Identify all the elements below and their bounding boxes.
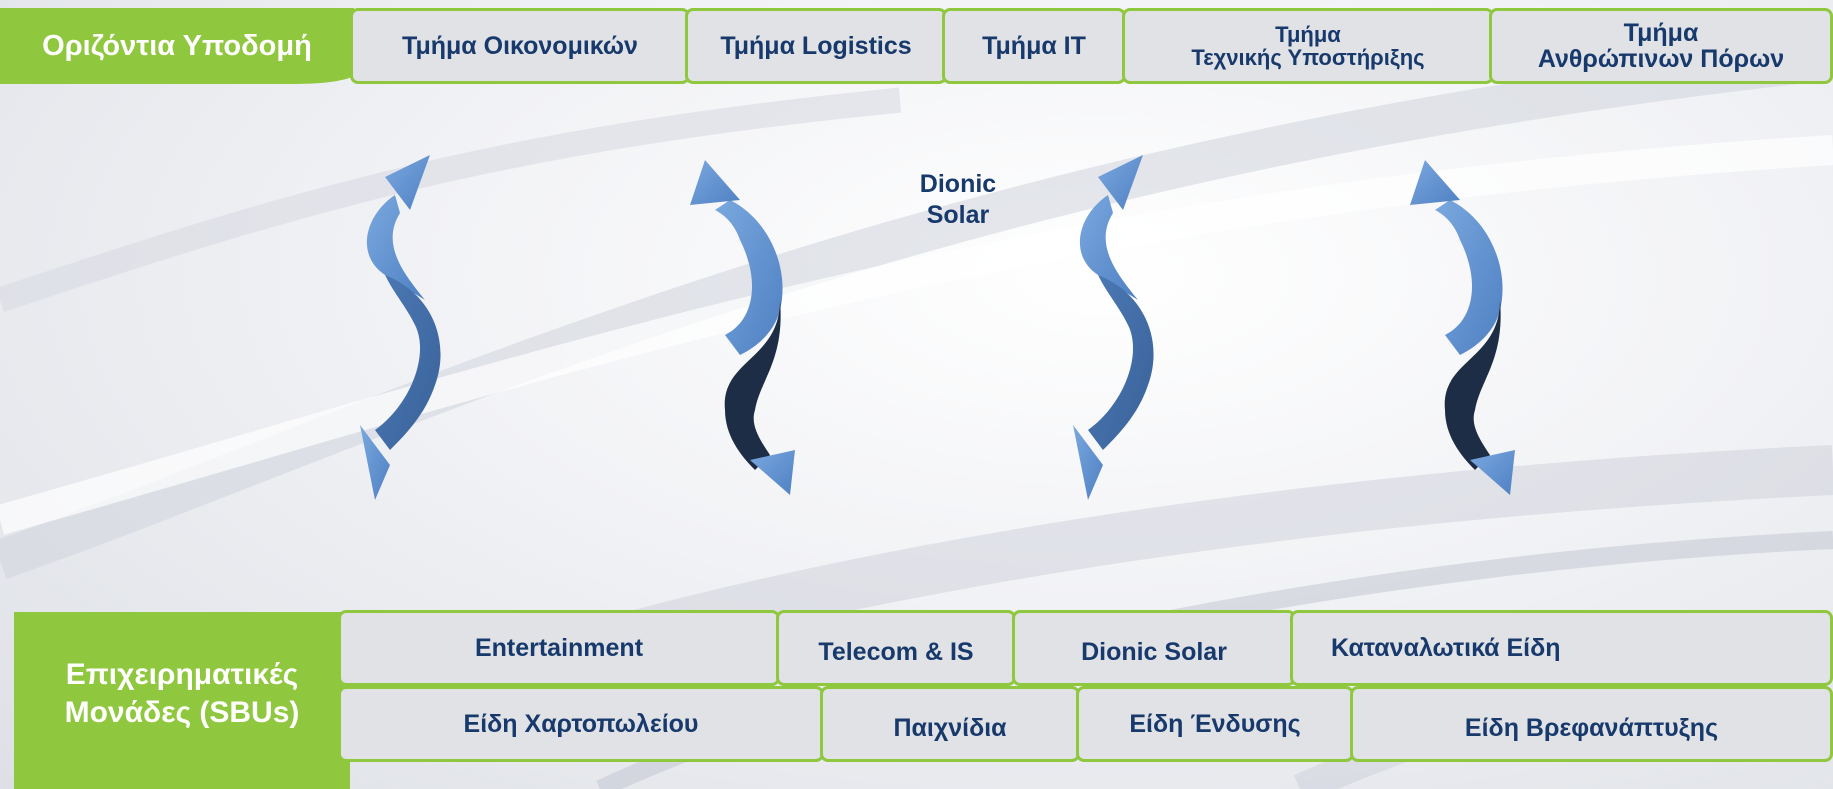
sbu-toys-box: Παιχνίδια	[820, 686, 1080, 762]
horizontal-infrastructure-label: Οριζόντια Υποδομή	[0, 8, 354, 84]
sbu-baby-care-box: Είδη Βρεφανάπτυξης	[1350, 686, 1833, 762]
department-technical-support-box: Τμήμα Τεχνικής Υποστήριξης	[1122, 8, 1494, 84]
arrow-3-icon	[1073, 155, 1154, 500]
department-human-resources-box: Τμήμα Ανθρώπινων Πόρων	[1489, 8, 1833, 84]
department-finance-box: Τμήμα Οικονομικών	[350, 8, 690, 84]
sbu-label: Επιχειρηματικές Μονάδες (SBUs)	[14, 612, 350, 789]
sbu-stationery-box: Είδη Χαρτοπωλείου	[338, 686, 824, 762]
arrow-1-icon	[360, 155, 441, 500]
dionic-solar-center-label: Dionic Solar	[919, 170, 997, 229]
sbu-entertainment-box: Entertainment	[338, 610, 780, 686]
sbu-telecom-box: Telecom & IS	[776, 610, 1016, 686]
sbu-clothing-box: Είδη Ένδυσης	[1076, 686, 1354, 762]
arrow-2-icon	[690, 160, 795, 495]
arrow-4-icon	[1410, 160, 1515, 495]
sbu-dionic-solar-box: Dionic Solar	[1012, 610, 1296, 686]
sbu-consumer-goods-box: Καταναλωτικά Είδη	[1290, 610, 1833, 686]
department-it-box: Τμήμα IT	[942, 8, 1126, 84]
